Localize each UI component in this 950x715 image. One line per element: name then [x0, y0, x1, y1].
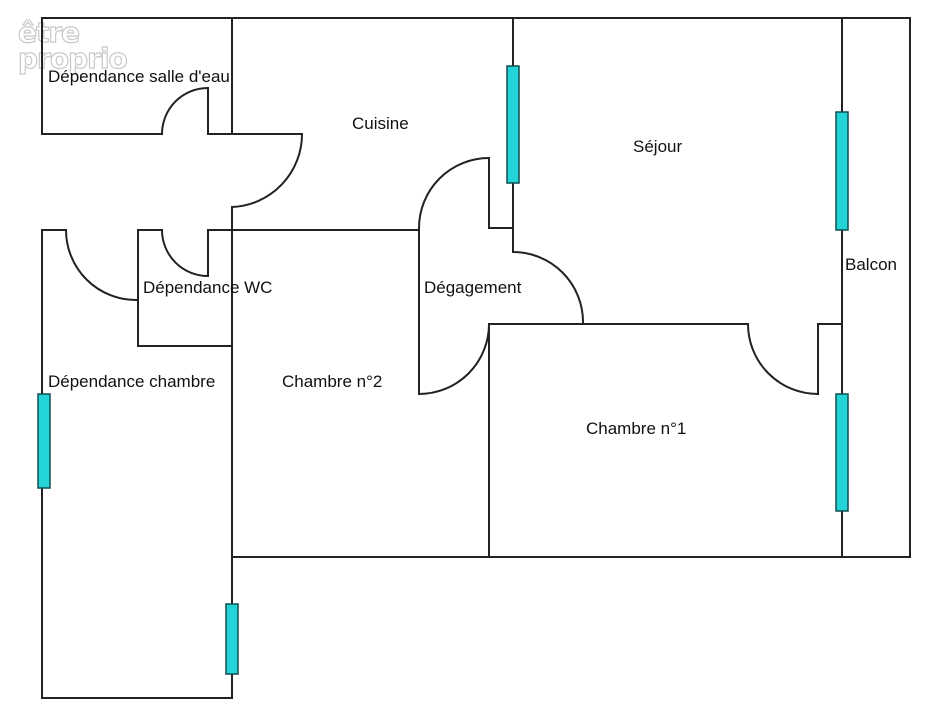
- door-cuisine: [231, 133, 304, 208]
- window-dependance-chambre: [37, 393, 51, 489]
- watermark-logo: être proprio: [17, 15, 129, 75]
- label-sejour: Séjour: [633, 137, 682, 156]
- window-cuisine: [506, 65, 520, 184]
- door-sejour: [512, 251, 584, 324]
- room-labels: Dépendance salle d'eau Cuisine Séjour Dé…: [48, 67, 897, 438]
- label-salle-eau: Dépendance salle d'eau: [48, 67, 230, 86]
- window-chambre1: [835, 393, 849, 512]
- label-dependance-chambre: Dépendance chambre: [48, 372, 215, 391]
- label-degagement: Dégagement: [424, 278, 522, 297]
- window-sejour: [835, 111, 849, 231]
- watermark-line-1: être: [18, 16, 79, 49]
- walls: [41, 17, 911, 699]
- label-chambre2: Chambre n°2: [282, 372, 382, 391]
- label-wc: Dépendance WC: [143, 278, 272, 297]
- doors: [65, 86, 819, 396]
- door-dependance-chambre: [65, 229, 138, 301]
- door-chambre2: [418, 230, 490, 396]
- label-cuisine: Cuisine: [352, 114, 409, 133]
- door-chambre1: [747, 323, 819, 395]
- watermark-line-2: proprio: [18, 42, 128, 75]
- windows: [37, 65, 849, 675]
- window-dependance-chambre-bottom: [225, 603, 239, 675]
- door-salle-eau: [161, 86, 209, 135]
- outer-wall-main: [41, 17, 911, 558]
- door-degagement-top: [418, 157, 490, 230]
- wall-salle-eau: [41, 17, 163, 135]
- label-chambre1: Chambre n°1: [586, 419, 686, 438]
- wall-wc: [137, 229, 233, 347]
- wall-chambre1-stub: [817, 323, 843, 395]
- label-balcon: Balcon: [845, 255, 897, 274]
- door-wc: [161, 229, 209, 278]
